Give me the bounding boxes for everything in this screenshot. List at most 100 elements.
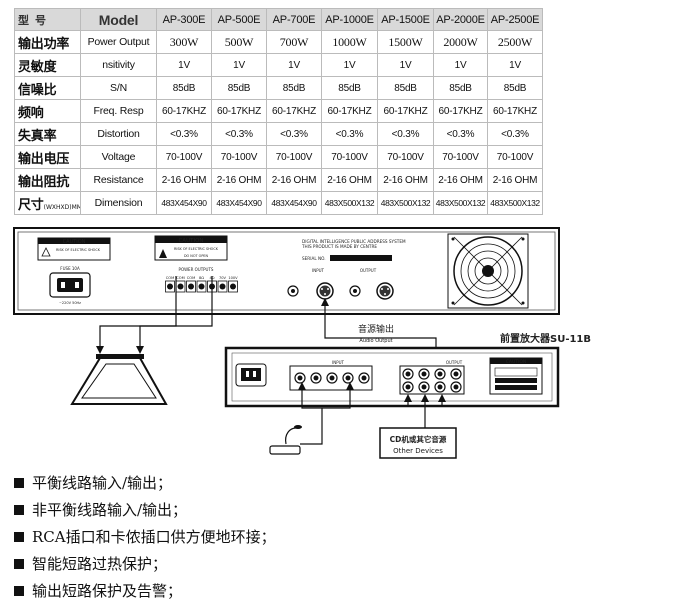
spec-value-cell: 70-100V <box>211 145 267 169</box>
spec-value-cell: 2-16 OHM <box>321 168 378 192</box>
caution-title: CAUTION <box>63 239 86 245</box>
spec-value-cell: 60-17KHZ <box>433 99 488 123</box>
rca-jack-icon-center <box>405 384 411 390</box>
spec-value-cell: 70-100V <box>156 145 212 169</box>
spec-label-en: Resistance <box>80 168 157 192</box>
header-en: Model <box>80 8 157 31</box>
spec-value-cell: <0.3% <box>321 122 378 146</box>
fan-grille-icon <box>447 233 529 309</box>
terminal-screw-head <box>177 283 184 290</box>
feature-text: RCA插口和卡侬插口供方便地环接； <box>32 528 276 546</box>
model-cell: AP-2500E <box>487 8 543 31</box>
spec-value-cell: 2-16 OHM <box>377 168 434 192</box>
preamp-rear-panel: INPUT OUTPUT CAUTION <box>224 346 560 408</box>
spec-value-cell: 2500W <box>487 30 543 54</box>
terminal-screw-head <box>188 283 194 290</box>
list-item: RCA插口和卡侬插口供方便地环接； <box>14 524 276 551</box>
warning-triangle-icon <box>41 247 51 257</box>
spec-value-cell: 1V <box>321 53 378 77</box>
ac-label: ~220V 50Hz <box>59 301 81 305</box>
spec-label-zh-text: 信噪比 <box>18 82 57 98</box>
spec-value-cell: 1V <box>377 53 434 77</box>
mic-cable <box>300 386 351 445</box>
microphone-icon <box>269 425 302 455</box>
spec-value-cell: 483X500X132 <box>433 191 488 215</box>
spec-label-zh: 输出功率 <box>14 30 81 54</box>
rca-jack-icon-center <box>421 371 427 377</box>
warning-triangle-icon <box>159 249 167 258</box>
terminal-label: 8Ω <box>199 276 204 280</box>
spec-value-cell: <0.3% <box>266 122 322 146</box>
preamp-input-label: INPUT <box>332 360 345 365</box>
spec-label-zh-text: 输出功率 <box>18 36 70 52</box>
spec-value-cell: 85dB <box>487 76 543 100</box>
bullet-square-icon <box>14 532 24 542</box>
bullet-square-icon <box>14 478 24 488</box>
spec-value-cell: 60-17KHZ <box>211 99 267 123</box>
spec-label-en: Voltage <box>80 145 157 169</box>
spec-value-cell: <0.3% <box>377 122 434 146</box>
feature-text: 智能短路过热保护； <box>32 555 168 573</box>
spec-value-cell: 60-17KHZ <box>487 99 543 123</box>
cd-label-zh: CD机或其它音源 <box>390 434 447 444</box>
spec-value-cell: 500W <box>211 30 267 54</box>
rca-jack-icon-center <box>437 371 443 377</box>
list-item: 平衡线路输入/输出； <box>14 470 276 497</box>
amplifier-rear-panel: CAUTION RISK OF ELECTRIC SHOCK FUSE 10A … <box>13 227 560 315</box>
connection-diagram: CAUTION RISK OF ELECTRIC SHOCK FUSE 10A … <box>13 227 591 459</box>
spec-label-zh-text: 频响 <box>18 105 44 121</box>
cd-device-box: CD机或其它音源 Other Devices <box>379 427 457 459</box>
spec-value-cell: 1V <box>487 53 543 77</box>
spec-value-cell: 85dB <box>433 76 488 100</box>
spec-label-en: nsitivity <box>80 53 157 77</box>
serial-label: SERIAL NO. <box>302 256 326 261</box>
spec-label-zh-text: 灵敏度 <box>18 59 57 75</box>
spec-label-zh-text: 输出阻抗 <box>18 174 70 190</box>
spec-header-row: 型号 Model AP-300E AP-500E AP-700E AP-1000… <box>14 8 543 31</box>
rca-jack-icon-center <box>421 384 427 390</box>
spec-value-cell: 1V <box>156 53 212 77</box>
spec-value-cell: 483X454X90 <box>156 191 212 215</box>
speaker-icon <box>70 354 168 405</box>
spec-value-cell: 2-16 OHM <box>266 168 322 192</box>
terminal-screw-head <box>198 283 205 290</box>
spec-value-cell: <0.3% <box>211 122 267 146</box>
rca-jack-icon-center <box>361 375 367 381</box>
spec-label-en: Freq. Resp <box>80 99 157 123</box>
terminal-caution-title: CAUTION <box>178 238 203 244</box>
serial-plate <box>330 255 392 261</box>
feature-text: 输出短路保护及告警； <box>32 582 183 600</box>
audio-output-en: Audio Output <box>359 338 392 344</box>
speaker-cable <box>99 276 213 350</box>
preamp-output-jacks <box>402 368 462 393</box>
audio-output-zh: 音源输出 <box>358 323 394 335</box>
header-zh: 型号 <box>14 8 81 31</box>
terminal-label: COM <box>166 276 174 280</box>
terminal-screw-head <box>219 283 226 290</box>
spec-table: 型号 Model AP-300E AP-500E AP-700E AP-1000… <box>14 8 543 215</box>
list-item: 非平衡线路输入/输出； <box>14 497 276 524</box>
terminal-caution-text: RISK OF ELECTRIC SHOCK <box>174 247 219 251</box>
spec-value-cell: 60-17KHZ <box>321 99 378 123</box>
rca-jack-icon-center <box>329 375 335 381</box>
brand-line-2: THIS PRODUCT IS MADE BY CENTRE <box>301 244 377 249</box>
spec-value-cell: 1500W <box>377 30 434 54</box>
spec-value-cell: 70-100V <box>266 145 322 169</box>
spec-label-zh: 失真率 <box>14 122 81 146</box>
spec-label-zh: 输出阻抗 <box>14 168 81 192</box>
model-cell: AP-500E <box>211 8 267 31</box>
spec-value-cell: 1000W <box>321 30 378 54</box>
rca-jack-icon-center <box>345 375 351 381</box>
model-cell: AP-300E <box>156 8 212 31</box>
rca-jack-icon-center <box>453 384 459 390</box>
terminal-label: 70V <box>219 276 227 280</box>
bullet-square-icon <box>14 505 24 515</box>
spec-value-cell: 70-100V <box>433 145 488 169</box>
power-inlet: FUSE 10A ~220V 50Hz <box>49 266 91 305</box>
terminal-caution-text2: DO NOT OPEN <box>184 254 209 258</box>
spec-value-cell: 85dB <box>377 76 434 100</box>
spec-value-cell: 483X454X90 <box>266 191 322 215</box>
spec-label-zh-text: 失真率 <box>18 128 57 144</box>
